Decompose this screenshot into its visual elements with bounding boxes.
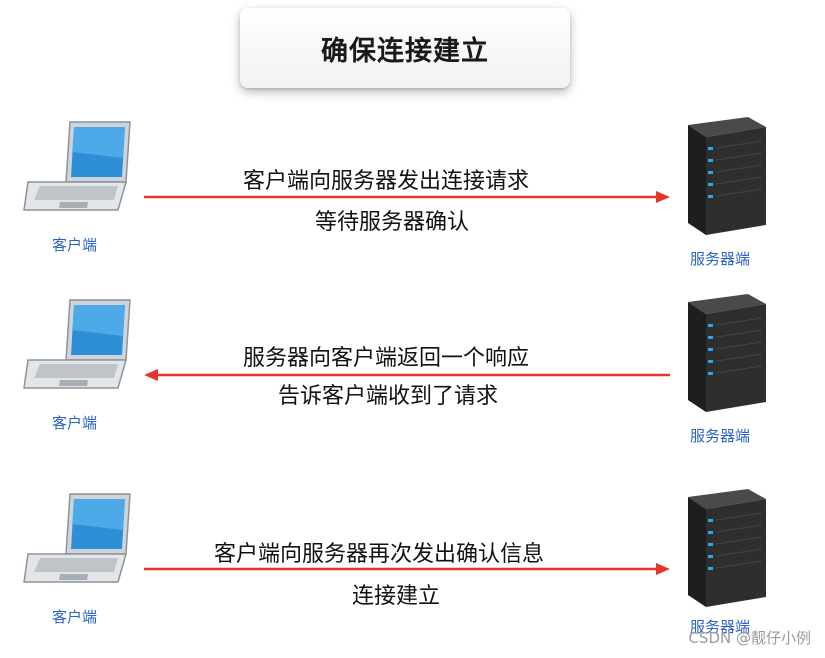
step2-message-line2: 告诉客户端收到了请求 <box>278 384 499 409</box>
client-label: 客户端 <box>52 608 98 626</box>
client-laptop-icon <box>22 118 132 218</box>
client-laptop-icon <box>22 490 132 590</box>
server-label: 服务器端 <box>690 427 751 445</box>
client-label: 客户端 <box>52 236 98 254</box>
server-label: 服务器端 <box>690 250 751 268</box>
server-icon <box>678 292 768 417</box>
step3-message-line2: 连接建立 <box>352 584 441 609</box>
server-label: 服务器端 <box>690 618 751 636</box>
step1-message-line2: 等待服务器确认 <box>315 210 470 235</box>
arrow-right <box>144 190 670 204</box>
title-box: 确保连接建立 <box>240 8 570 88</box>
watermark: CSDN @靓仔小例 <box>688 629 811 647</box>
step2-message-line1: 服务器向客户端返回一个响应 <box>243 346 530 371</box>
diagram-title: 确保连接建立 <box>321 35 489 67</box>
step3-message-line1: 客户端向服务器再次发出确认信息 <box>214 542 545 567</box>
arrow-left <box>144 368 670 382</box>
step1-message-line1: 客户端向服务器发出连接请求 <box>243 169 530 194</box>
client-label: 客户端 <box>52 414 98 432</box>
arrow-right <box>144 562 670 576</box>
server-icon <box>678 115 768 240</box>
client-laptop-icon <box>22 296 132 396</box>
server-icon <box>678 487 768 612</box>
